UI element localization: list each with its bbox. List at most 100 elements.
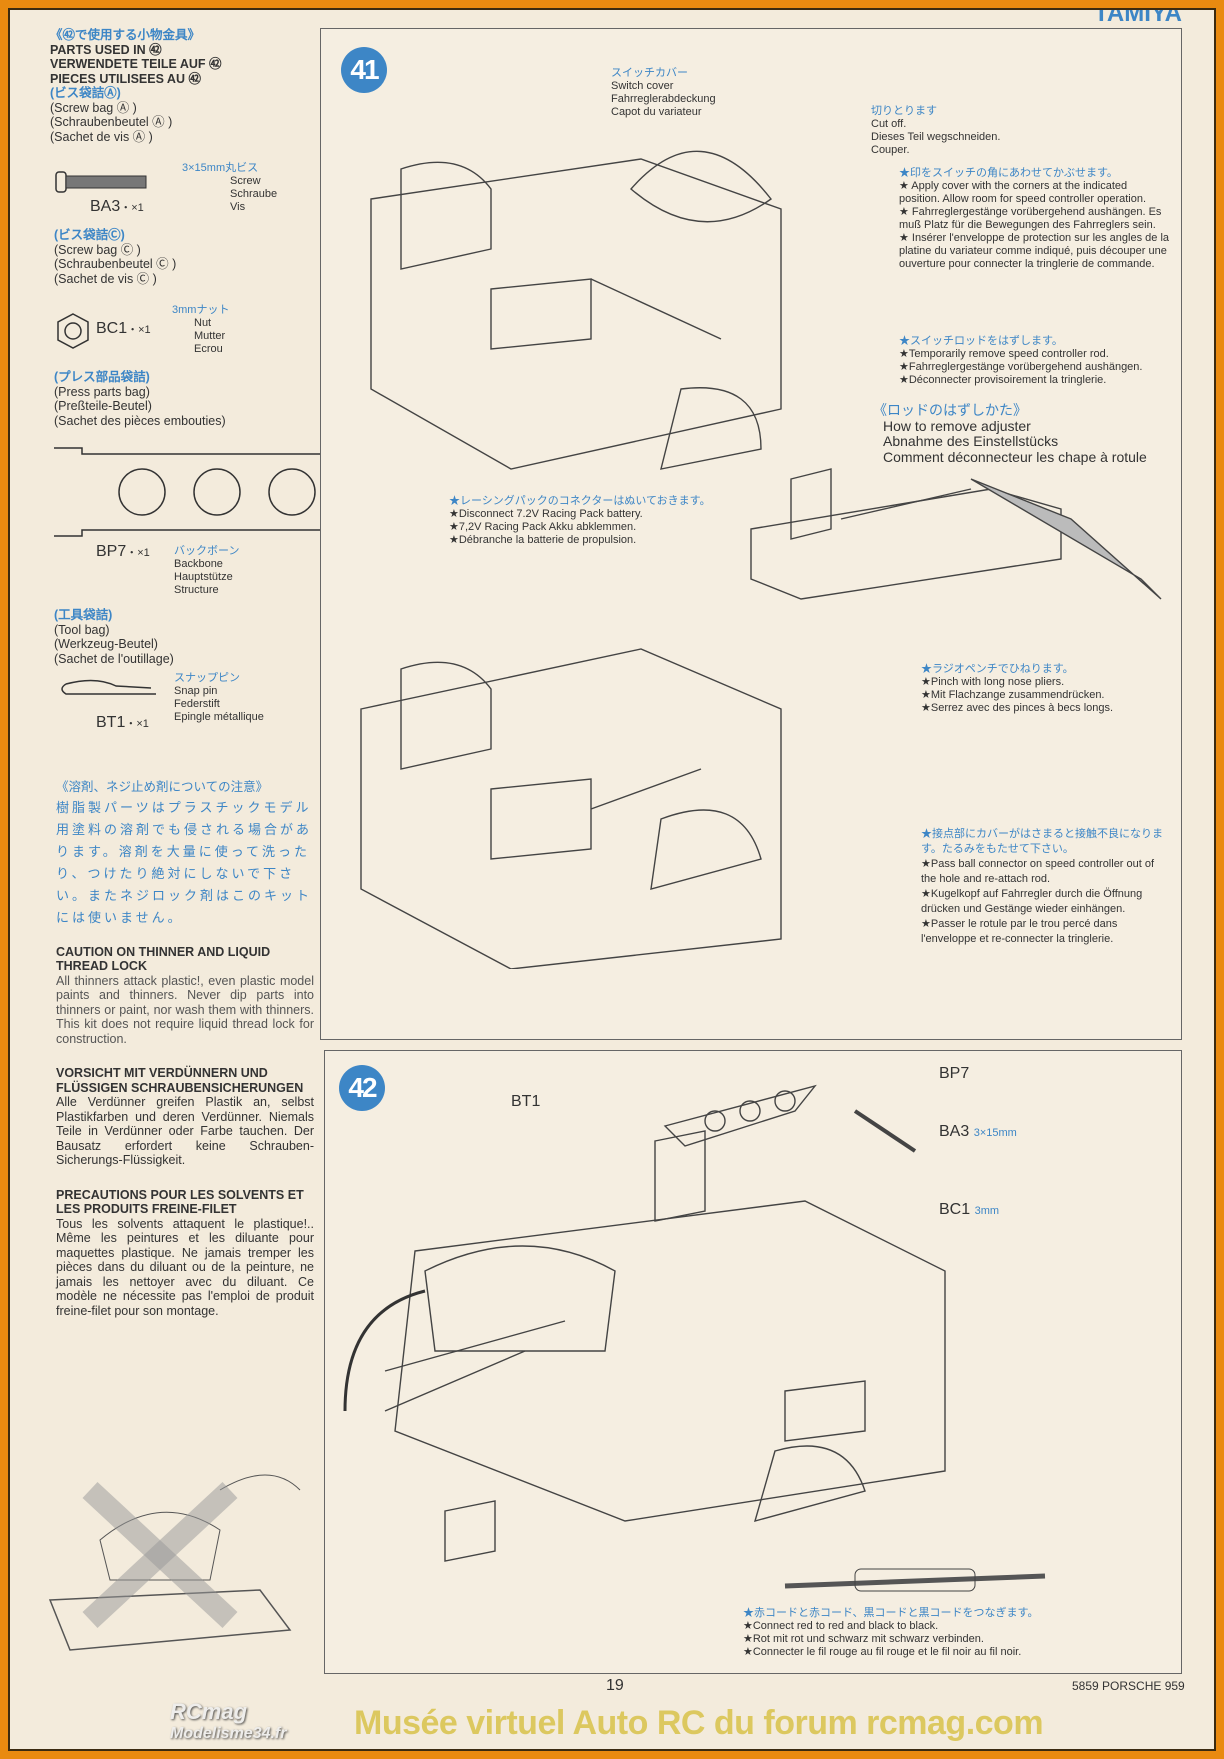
caution-de-body: Alle Verdünner greifen Plastik an, selbs… bbox=[56, 1095, 314, 1167]
bp7-names: バックボーン Backbone Hauptstütze Structure bbox=[174, 545, 239, 597]
battery-fr: ★Débranche la batterie de propulsion. bbox=[449, 534, 637, 546]
apply-cover-de: ★ Fahrreglergestänge vorübergehend aushä… bbox=[899, 206, 1162, 231]
watermark-logo: RCmag bbox=[170, 1699, 248, 1724]
bt1-fr: Epingle métallique bbox=[174, 711, 264, 723]
step-41-panel: 41 スイッチカバー Switch cover Fahrreglerabdeck… bbox=[320, 28, 1182, 1040]
caution-en-body: All thinners attack plastic!, even plast… bbox=[56, 973, 314, 1046]
bag-a-jp: (ビス袋詰Ⓐ) bbox=[50, 86, 121, 100]
bag-c-en: (Screw bag Ⓒ ) bbox=[54, 242, 141, 257]
bt1-code-text: BT1 bbox=[96, 714, 126, 731]
battery-de: ★7,2V Racing Pack Akku abklemmen. bbox=[449, 521, 637, 533]
pliers-note: ★ラジオペンチでひねります。 ★Pinch with long nose pli… bbox=[921, 663, 1113, 715]
switch-cover-en: Switch cover bbox=[611, 80, 674, 92]
battery-note: ★レーシングパックのコネクターはぬいておきます。 ★Disconnect 7.2… bbox=[449, 495, 711, 547]
bt1-de: Federstift bbox=[174, 698, 220, 710]
watermark-text: Musée virtuel Auto RC du forum rcmag.com bbox=[354, 1704, 1044, 1742]
press-de: (Preßteile-Beutel) bbox=[54, 399, 152, 413]
callout-bt1: BT1 bbox=[511, 1093, 541, 1110]
no-thinner-illustration bbox=[48, 1474, 301, 1651]
caution-en-title: CAUTION ON THINNER AND LIQUID THREAD LOC… bbox=[56, 944, 271, 974]
switch-cover-de: Fahrreglerabdeckung bbox=[611, 93, 716, 105]
step-42-number: 42 bbox=[339, 1065, 385, 1111]
apply-cover-fr: ★ Insérer l'enveloppe de protection sur … bbox=[899, 232, 1170, 270]
bp7-de: Hauptstütze bbox=[174, 571, 233, 583]
parts-heading-en: PARTS USED IN ㊷ bbox=[50, 42, 162, 57]
ball-de: ★Kugelkopf auf Fahrregler durch die Öffn… bbox=[921, 888, 1143, 915]
caution-section: 《溶剤、ネジ止め剤についての注意》 樹脂製パーツはプラスチックモデル用塗料の溶剤… bbox=[56, 780, 314, 1318]
caution-de-title: VORSICHT MIT VERDÜNNERN UND FLÜSSIGEN SC… bbox=[56, 1066, 304, 1095]
cut-off-en: Cut off. bbox=[871, 118, 907, 130]
adjuster-illustration bbox=[750, 468, 1162, 600]
ball-en: ★Pass ball connector on speed controller… bbox=[921, 858, 1155, 885]
bc1-fr: Ecrou bbox=[194, 343, 223, 355]
ball-jp: ★接点部にカバーがはさまると接触不良になります。たるみをもたせて下さい。 bbox=[921, 828, 1163, 855]
pliers-fr: ★Serrez avec des pinces à becs longs. bbox=[921, 702, 1114, 714]
caution-fr-body: Tous les solvents attaquent le plastique… bbox=[56, 1216, 314, 1318]
callout-bp7: BP7 bbox=[939, 1065, 970, 1082]
pliers-en: ★Pinch with long nose pliers. bbox=[921, 676, 1065, 688]
connect-fr: ★Connecter le fil rouge au fil rouge et … bbox=[743, 1646, 1022, 1658]
adjuster-de: Abnahme des Einstellstücks bbox=[883, 433, 1059, 449]
tool-fr: (Sachet de l'outillage) bbox=[54, 651, 174, 666]
bt1-names: スナップピン Snap pin Federstift Epingle métal… bbox=[174, 672, 264, 724]
caution-fr-title: PRECAUTIONS POUR LES SOLVENTS ET LES PRO… bbox=[56, 1187, 304, 1217]
remove-rod-jp: ★スイッチロッドをはずします。 bbox=[899, 335, 1063, 347]
ba3-qty: ・×1 bbox=[120, 202, 144, 214]
bp7-code: BP7・×1 bbox=[96, 543, 150, 561]
switch-cover-jp: スイッチカバー bbox=[611, 67, 688, 79]
adjuster-heading: 《ロッドのはずしかた》 How to remove adjuster Abnah… bbox=[873, 402, 1147, 465]
adjuster-jp: 《ロッドのはずしかた》 bbox=[873, 402, 1027, 418]
bp7-en: Backbone bbox=[174, 558, 223, 570]
pliers-de: ★Mit Flachzange zusammendrücken. bbox=[921, 689, 1105, 701]
ba3-jp: 3×15mm丸ビス bbox=[182, 162, 259, 174]
apply-cover-en: ★ Apply cover with the corners at the in… bbox=[899, 180, 1147, 205]
bag-a-de: (Schraubenbeutel Ⓐ ) bbox=[50, 115, 173, 129]
pliers-jp: ★ラジオペンチでひねります。 bbox=[921, 663, 1074, 675]
caution-jp-title: 《溶剤、ネジ止め剤についての注意》 bbox=[56, 780, 269, 794]
bag-c-de: (Schraubenbeutel Ⓒ ) bbox=[54, 257, 177, 271]
ba3-de: Schraube bbox=[230, 188, 278, 200]
bt1-en: Snap pin bbox=[174, 685, 218, 697]
apply-cover-jp: ★印をスイッチの角にあわせてかぶせます。 bbox=[899, 167, 1118, 179]
cut-off-de: Dieses Teil wegschneiden. bbox=[871, 131, 1001, 143]
parts-list: 《㊷で使用する小物金具》 PARTS USED IN ㊷ VERWENDETE … bbox=[50, 28, 320, 144]
callout-bc1: BC1 3mm bbox=[939, 1201, 999, 1219]
ba3-code: BA3・×1 bbox=[90, 198, 144, 216]
tool-de: (Werkzeug-Beutel) bbox=[54, 637, 158, 651]
ba3-code-text: BA3 bbox=[90, 198, 121, 215]
press-en: (Press parts bag) bbox=[54, 384, 150, 399]
callout-bc1-size: 3mm bbox=[974, 1205, 1000, 1217]
callout-bc1-text: BC1 bbox=[939, 1201, 971, 1218]
bt1-qty: ・×1 bbox=[125, 718, 149, 730]
remove-rod-de: ★Fahrreglergestänge vorübergehend aushän… bbox=[899, 361, 1143, 373]
connect-de: ★Rot mit rot und schwarz mit schwarz ver… bbox=[743, 1633, 984, 1645]
switch-cover-label: スイッチカバー Switch cover Fahrreglerabdeckung… bbox=[611, 67, 716, 119]
nut-icon bbox=[57, 313, 89, 349]
switch-cover-fr: Capot du variateur bbox=[611, 106, 702, 118]
apply-cover-note: ★印をスイッチの角にあわせてかぶせます。 ★ Apply cover with … bbox=[899, 167, 1171, 271]
bc1-code-text: BC1 bbox=[96, 320, 128, 337]
connect-note: ★赤コードと赤コード、黒コードと黒コードをつなぎます。 ★Connect red… bbox=[743, 1607, 1038, 1659]
screw-icon bbox=[55, 171, 147, 193]
bp7-code-text: BP7 bbox=[96, 543, 127, 560]
step-41-number: 41 bbox=[341, 47, 387, 93]
bc1-names: 3mmナット Nut Mutter Ecrou bbox=[172, 304, 229, 356]
model-name: 5859 PORSCHE 959 bbox=[1072, 1679, 1185, 1693]
callout-ba3-text: BA3 bbox=[939, 1123, 970, 1140]
page-number: 19 bbox=[606, 1677, 624, 1694]
callout-ba3: BA3 3×15mm bbox=[939, 1123, 1017, 1141]
tool-bag: (工具袋詰) (Tool bag) (Werkzeug-Beutel) (Sac… bbox=[54, 608, 174, 666]
bc1-qty: ・×1 bbox=[127, 324, 151, 336]
remove-rod-note: ★スイッチロッドをはずします。 ★Temporarily remove spee… bbox=[899, 335, 1171, 387]
parts-heading-fr: PIECES UTILISEES AU ㊷ bbox=[50, 71, 201, 86]
connect-jp: ★赤コードと赤コード、黒コードと黒コードをつなぎます。 bbox=[743, 1607, 1039, 1619]
bc1-jp: 3mmナット bbox=[172, 304, 230, 316]
watermark-logo-2: Modelisme34.fr bbox=[170, 1725, 287, 1742]
caution-jp-body: 樹脂製パーツはプラスチックモデル用塗料の溶剤でも侵される場合があります。溶剤を大… bbox=[56, 799, 313, 925]
connect-en: ★Connect red to red and black to black. bbox=[743, 1620, 939, 1632]
cut-off-fr: Couper. bbox=[871, 144, 910, 156]
callout-ba3-size: 3×15mm bbox=[973, 1127, 1017, 1139]
cut-off-label: 切りとります Cut off. Dieses Teil wegschneiden… bbox=[871, 105, 1000, 157]
tool-en: (Tool bag) bbox=[54, 622, 110, 637]
bp7-qty: ・×1 bbox=[126, 547, 150, 559]
